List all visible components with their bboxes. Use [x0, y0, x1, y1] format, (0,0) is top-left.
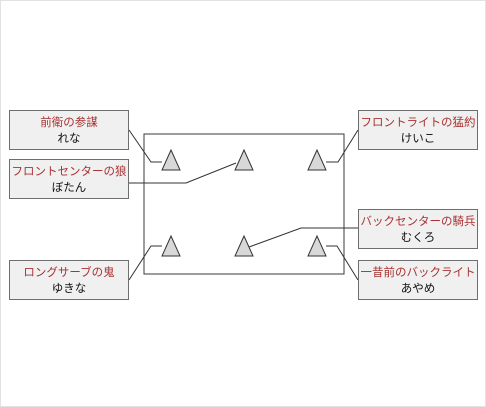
player-name: あやめ	[400, 281, 436, 295]
connector-lm	[129, 162, 237, 184]
player-marker-lt	[161, 148, 181, 171]
role-label: 前衛の参謀	[40, 115, 98, 129]
connector-rb	[326, 245, 359, 281]
connector-lt	[128, 129, 162, 163]
role-label: ロングサーブの鬼	[23, 265, 115, 279]
connector-rt	[326, 129, 359, 163]
player-name: けいこ	[400, 131, 436, 145]
role-label: 一昔前のバックライト	[360, 265, 476, 279]
position-box-back-center: バックセンターの騎兵 むくろ	[358, 209, 478, 249]
player-marker-rm	[234, 234, 254, 257]
player-name: ぼたん	[51, 180, 87, 194]
position-box-front-center: フロントセンターの狼 ぼたん	[9, 159, 129, 199]
player-name: むくろ	[400, 230, 436, 244]
connector-rm	[248, 227, 358, 248]
role-label: バックセンターの騎兵	[360, 214, 476, 228]
player-name: ゆきな	[51, 281, 87, 295]
player-marker-lb	[161, 234, 181, 257]
position-box-front-right: フロントライトの猛約 けいこ	[358, 110, 478, 150]
role-label: フロントライトの猛約	[360, 115, 476, 129]
role-label: フロントセンターの狼	[11, 164, 127, 178]
player-name: れな	[57, 131, 81, 145]
position-box-left-front: 前衛の参謀 れな	[9, 110, 129, 150]
player-marker-lm	[234, 148, 254, 171]
connector-lb	[128, 245, 162, 281]
position-box-back-right: 一昔前のバックライト あやめ	[358, 260, 478, 300]
player-marker-rt	[307, 148, 327, 171]
position-box-left-back: ロングサーブの鬼 ゆきな	[9, 260, 129, 300]
player-marker-rb	[307, 234, 327, 257]
